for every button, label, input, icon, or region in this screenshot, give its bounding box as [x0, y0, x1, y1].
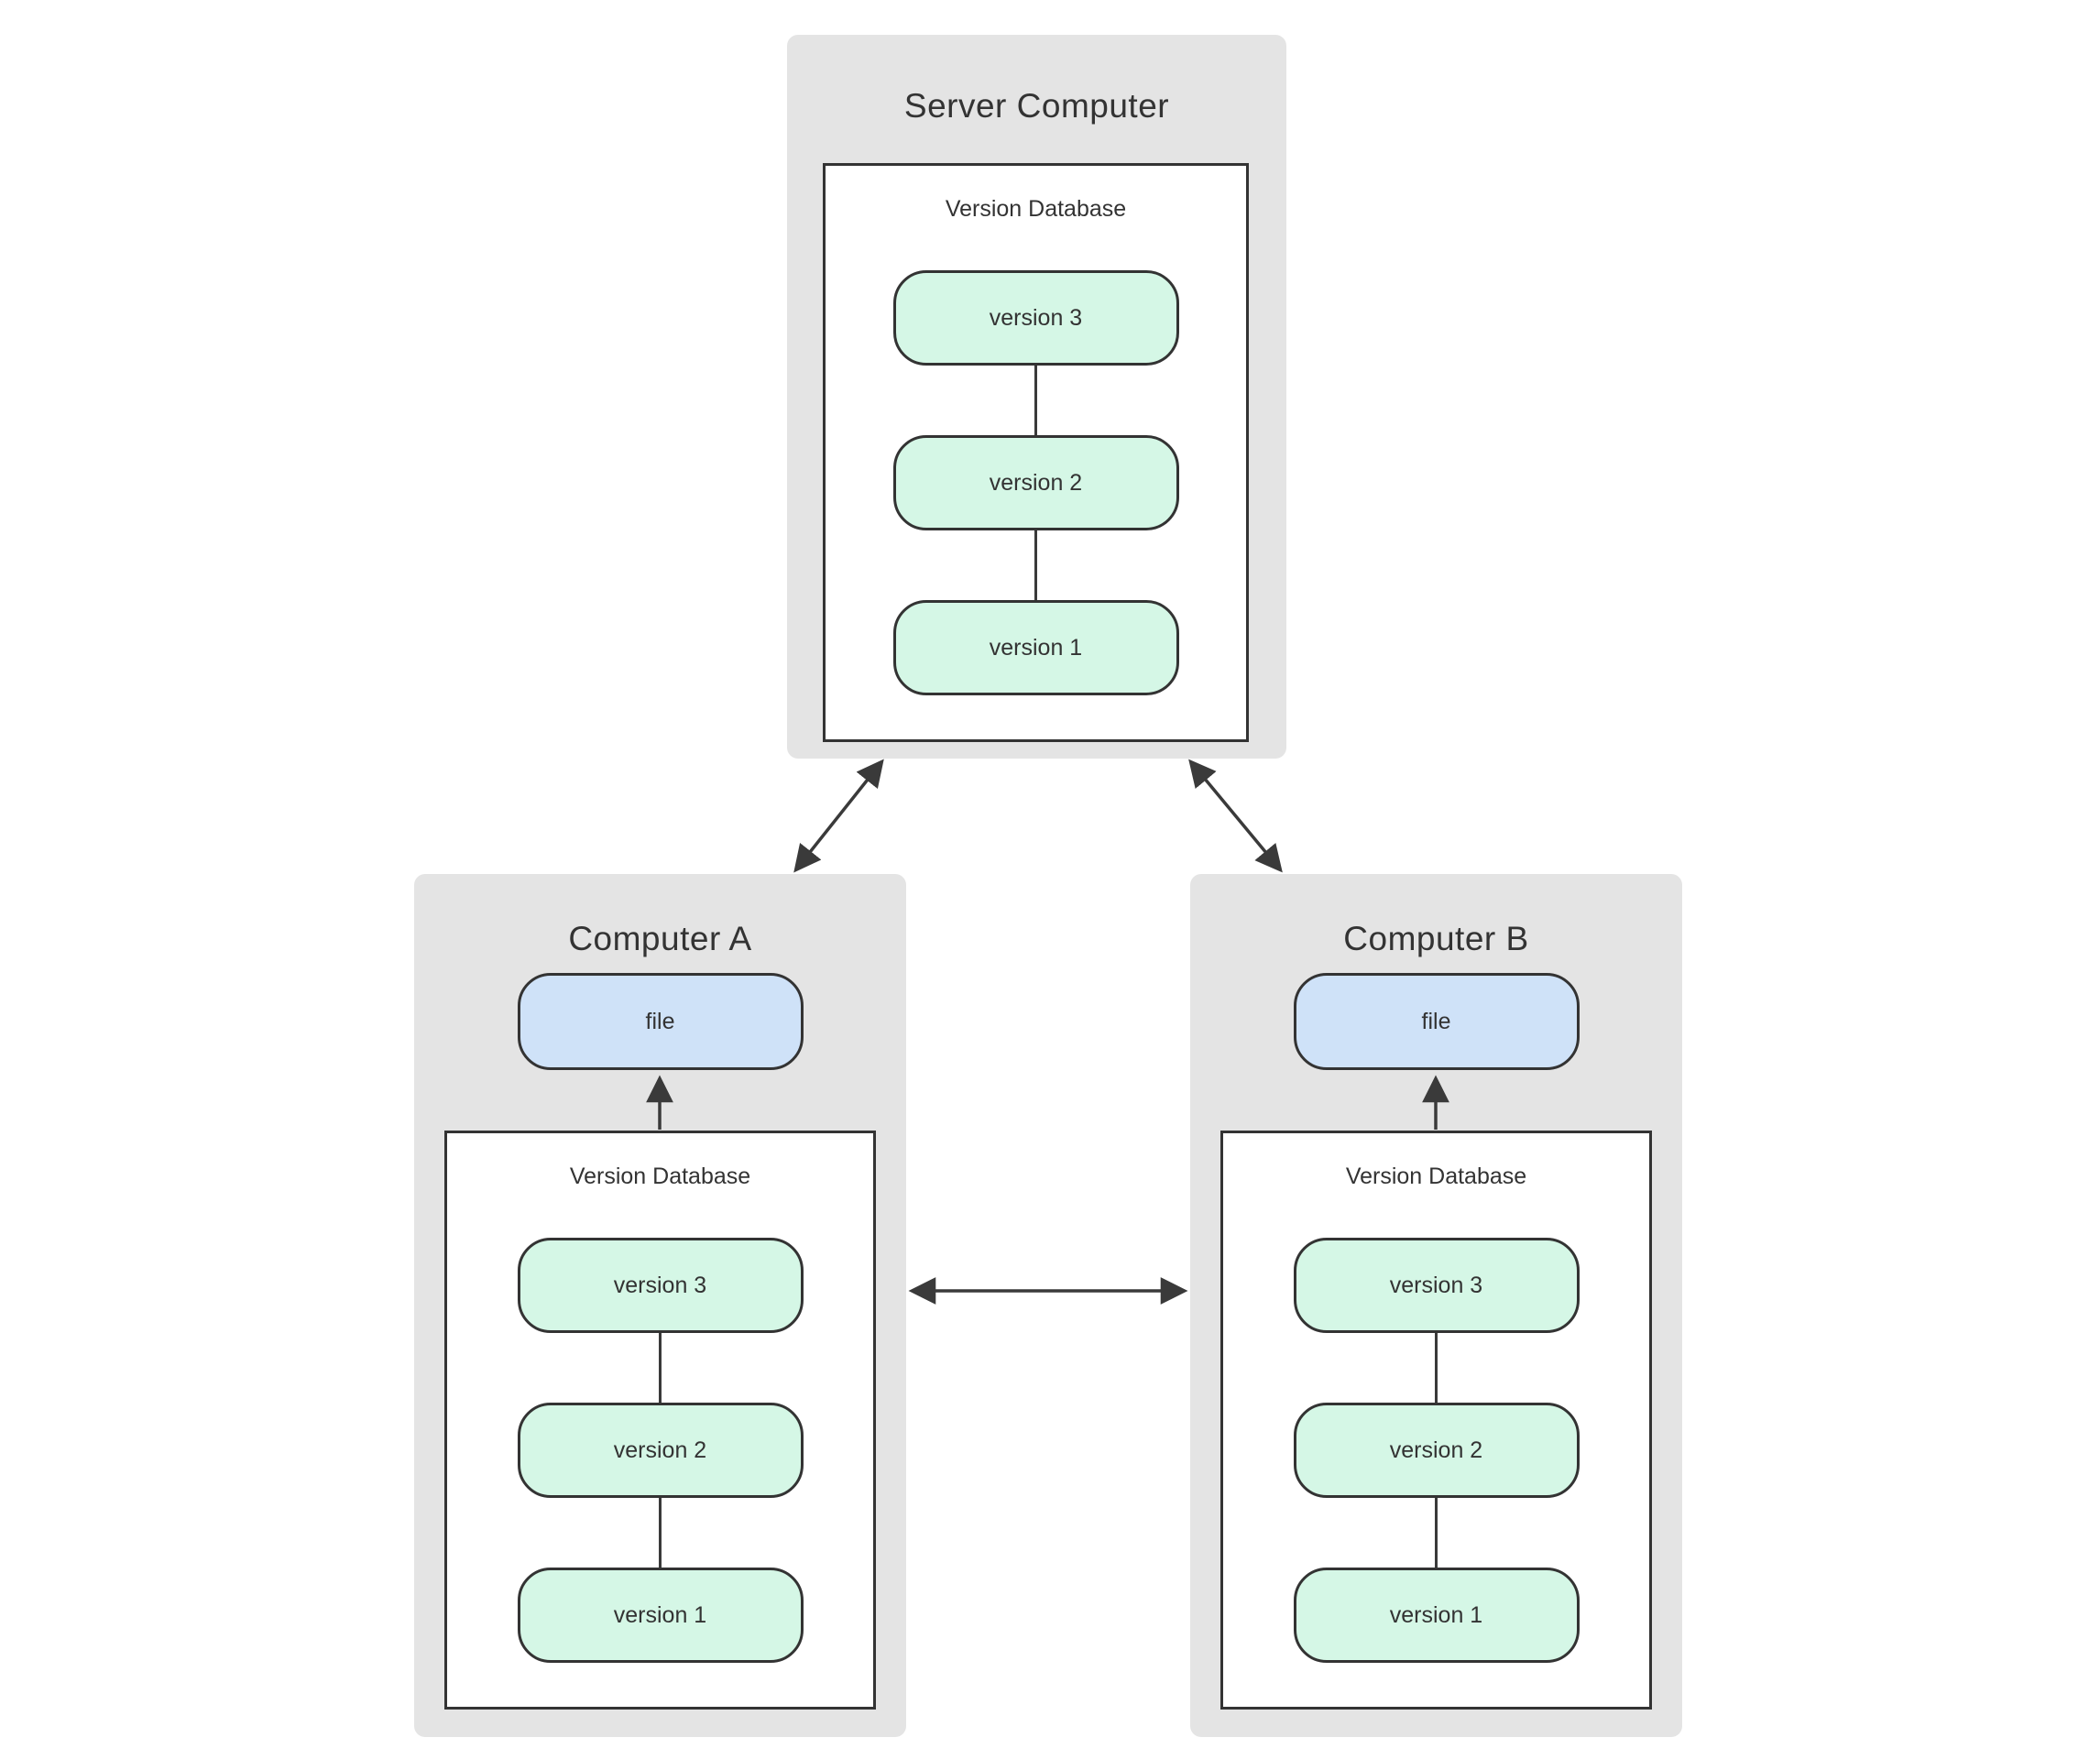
computer-b-version-database-box: Version Database version 3 version 2 ver…	[1220, 1131, 1652, 1710]
computer-b-connector-line-2	[1435, 1498, 1438, 1568]
computer-a-group: Computer A file Version Database version…	[414, 874, 906, 1737]
computer-a-version-1-node: version 1	[517, 1568, 804, 1663]
computer-b-title: Computer B	[1343, 920, 1529, 957]
computer-a-version-database-box: Version Database version 3 version 2 ver…	[444, 1131, 876, 1710]
server-version-1-node: version 1	[892, 600, 1179, 695]
server-version-3-node: version 3	[892, 270, 1179, 366]
computer-b-file-node: file	[1293, 973, 1580, 1070]
server-version-database-box: Version Database version 3 version 2 ver…	[823, 163, 1249, 742]
server-connector-line-2	[1034, 530, 1037, 600]
computer-b-version-1-node: version 1	[1293, 1568, 1580, 1663]
computer-a-version-database-label: Version Database	[569, 1164, 751, 1189]
computer-b-version-database-label: Version Database	[1345, 1164, 1527, 1189]
arrow-server-computer-a	[793, 759, 884, 873]
server-version-2-node: version 2	[892, 435, 1179, 530]
arrow-server-computer-b	[1188, 759, 1283, 873]
computer-b-version-3-node: version 3	[1293, 1238, 1580, 1333]
computer-a-title: Computer A	[568, 920, 752, 957]
computer-a-version-2-node: version 2	[517, 1403, 804, 1498]
computer-b-version-2-node: version 2	[1293, 1403, 1580, 1498]
computer-a-connector-line-1	[659, 1333, 662, 1403]
computer-a-connector-line-2	[659, 1498, 662, 1568]
computer-b-group: Computer B file Version Database version…	[1190, 874, 1682, 1737]
server-computer-title: Server Computer	[903, 87, 1170, 125]
server-connector-line-1	[1034, 366, 1037, 435]
computer-a-version-3-node: version 3	[517, 1238, 804, 1333]
server-version-database-label: Version Database	[945, 196, 1127, 222]
computer-b-connector-line-1	[1435, 1333, 1438, 1403]
computer-a-file-node: file	[517, 973, 804, 1070]
server-computer-group: Server Computer Version Database version…	[787, 35, 1286, 759]
